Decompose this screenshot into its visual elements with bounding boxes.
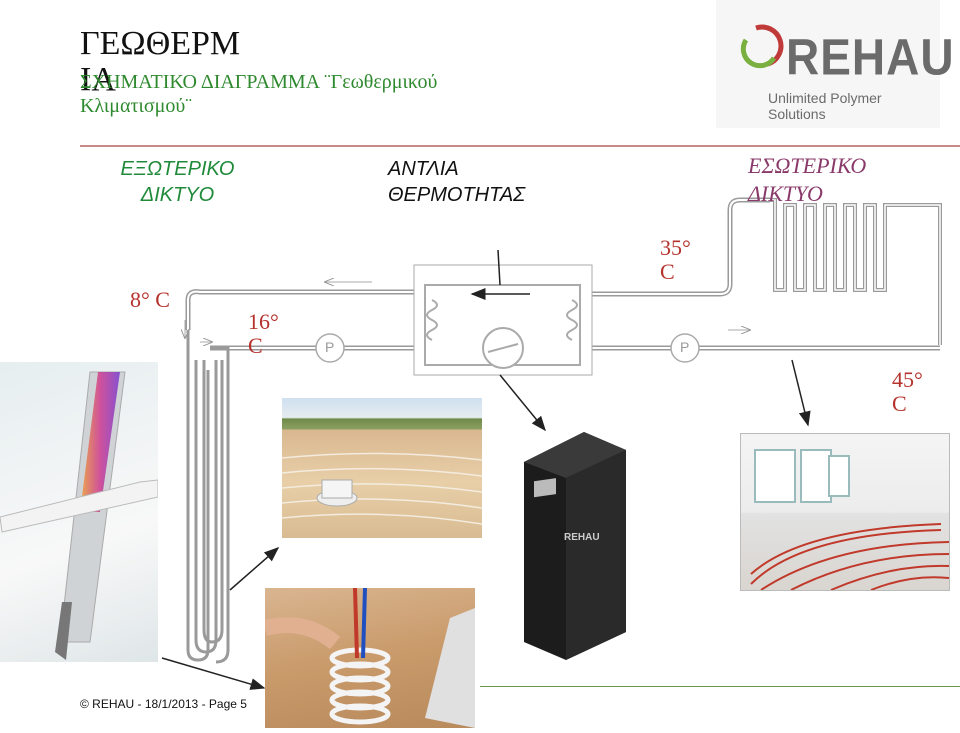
floor-heating-photo — [740, 433, 950, 591]
pipe-top-left — [185, 289, 414, 330]
external-network-label: ΕΞΩΤΕΡΙΚΟ ΔΙΚΤΥΟ — [120, 158, 235, 206]
field-installation-photo — [282, 398, 482, 538]
rehau-logo: REHAU Unlimited Polymer Solutions — [716, 0, 954, 128]
temp-supply: 35° C — [660, 235, 691, 284]
ground-loop — [186, 330, 230, 664]
temp-ground: 8° C — [130, 287, 170, 312]
internal-network-label: ΕΣΩΤΕΡΙΚΟ ΔΙΚΤΥΟ — [748, 153, 867, 206]
page-title: ΓΕΩΘΕΡΜΙΑ — [80, 25, 241, 98]
heat-pump-unit-photo: REHAU — [514, 432, 630, 660]
header-divider — [80, 145, 960, 147]
footer-divider — [480, 686, 960, 687]
pump-right-label: P — [680, 339, 690, 355]
pump-left-icon — [315, 333, 345, 363]
heat-pump-circuit — [424, 284, 581, 366]
pump-right-icon — [670, 333, 700, 363]
heat-pump-box — [413, 264, 593, 376]
pump-left-label: P — [325, 339, 335, 355]
page-subtitle: ΣΧΗΜΑΤΙΚΟ ΔΙΑΓΡΑΜΜΑ ¨Γεωθερμικού Κλιματι… — [80, 71, 438, 117]
borehole-probe-photo — [0, 362, 158, 662]
rehau-logo-mark-icon — [740, 24, 784, 69]
rehau-logo-tagline: Unlimited Polymer Solutions — [768, 90, 882, 122]
rehau-logo-brand: REHAU — [786, 28, 955, 86]
pipe-coil-photo — [265, 588, 475, 728]
temp-return: 16° C — [248, 309, 279, 358]
heat-pump-unit-brand: REHAU — [564, 532, 600, 543]
heat-pump-label: ΑΝΤΛΙΑ ΘΕΡΜΟΤΗΤΑΣ — [388, 158, 526, 206]
footer-text: © REHAU - 18/1/2013 - Page 5 — [80, 697, 247, 711]
temp-floor: 45° C — [892, 367, 923, 416]
